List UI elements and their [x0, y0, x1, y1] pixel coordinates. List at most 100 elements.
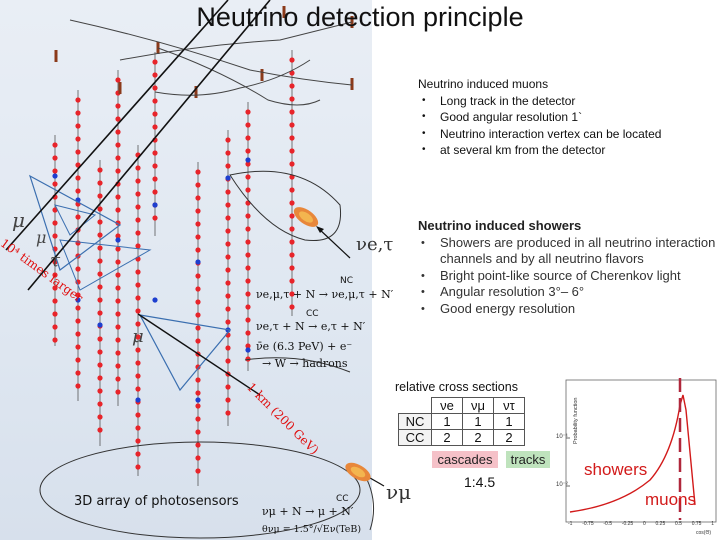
table-header-row: νe νμ ντ [399, 397, 525, 414]
photosensor [52, 142, 58, 148]
photosensor [135, 282, 141, 288]
cherenkov-cone [54, 204, 97, 236]
photosensor [135, 321, 141, 327]
photosensor [135, 230, 141, 236]
photosensor [97, 336, 103, 342]
photosensor [195, 364, 201, 370]
photosensor [135, 464, 141, 470]
photosensor [225, 267, 231, 273]
array-label: 3D array of photosensors [74, 494, 239, 509]
photosensor [289, 200, 295, 206]
photosensor [135, 360, 141, 366]
mu-label: μ [36, 228, 47, 247]
photosensor [75, 175, 81, 181]
photosensor [75, 97, 81, 103]
photosensor [152, 176, 158, 182]
photosensor [289, 122, 295, 128]
muon-track [27, 0, 271, 291]
photosensor [135, 334, 141, 340]
photosensor [75, 188, 81, 194]
photosensor [135, 178, 141, 184]
photosensor [289, 226, 295, 232]
photosensor [245, 148, 251, 154]
showers-bullet: Bright point-like source of Cherenkov li… [418, 268, 718, 285]
photosensor [115, 233, 121, 239]
hit-photosensor [195, 397, 201, 403]
photosensor [135, 191, 141, 197]
photosensor [245, 200, 251, 206]
table-column-header: νμ [462, 397, 494, 414]
hit-photosensor [245, 157, 251, 163]
photosensor [152, 124, 158, 130]
photosensor [115, 298, 121, 304]
arrow-head [316, 226, 324, 233]
photosensor [115, 129, 121, 135]
hit-photosensor [115, 237, 121, 243]
plot-xtick: 0 [642, 521, 646, 527]
photosensor [135, 295, 141, 301]
photosensor [115, 155, 121, 161]
photosensor [245, 161, 251, 167]
hit-photosensor [152, 202, 158, 208]
plot-xlabel: cos(Θ) [696, 530, 711, 536]
muons-bullet: Good angular resolution 1` [418, 109, 718, 126]
nc-equation: νe,μ,τ + N → νe,μ,τ + N′ [256, 288, 394, 301]
page-title: Neutrino detection principle [196, 2, 524, 32]
photosensor [195, 377, 201, 383]
photosensor [75, 123, 81, 129]
photosensor [195, 455, 201, 461]
photosensor [225, 163, 231, 169]
shower-envelope [229, 170, 342, 242]
photosensor [225, 241, 231, 247]
nc-label: NC [340, 276, 354, 286]
photosensor [289, 70, 295, 76]
muon-track [137, 313, 261, 396]
photosensor [195, 390, 201, 396]
photosensor [195, 169, 201, 175]
photosensor [152, 189, 158, 195]
photosensor [152, 111, 158, 117]
photosensor [245, 109, 251, 115]
showers-section: Neutrino induced showers Showers are pro… [418, 218, 718, 318]
photosensor [225, 228, 231, 234]
muons-label: muons [645, 490, 697, 509]
hit-photosensor [97, 322, 103, 328]
showers-label: showers [584, 460, 648, 479]
photosensor [195, 338, 201, 344]
photosensor [195, 273, 201, 279]
photosensor [75, 149, 81, 155]
photosensor [135, 425, 141, 431]
table-column-header: νe [431, 397, 463, 414]
photosensor [97, 206, 103, 212]
plot-xtick: -0.75 [582, 521, 594, 527]
photosensor [195, 312, 201, 318]
photosensor [152, 72, 158, 78]
tau-label: τ [50, 250, 60, 271]
photosensor [75, 240, 81, 246]
photosensor [75, 331, 81, 337]
photosensor [245, 304, 251, 310]
photosensor [115, 103, 121, 109]
photosensor [245, 330, 251, 336]
table-cell: 1 [462, 413, 494, 430]
photosensor [152, 98, 158, 104]
glashow-equation: → W → hadrons [262, 357, 348, 370]
plot-xtick: 0.75 [691, 521, 702, 527]
hit-photosensor [75, 297, 81, 303]
angular-distribution-plot [565, 378, 717, 523]
photosensor [289, 213, 295, 219]
photosensor [152, 163, 158, 169]
photosensor [135, 269, 141, 275]
photosensor [97, 193, 103, 199]
muons-bullet-continued: at several km from the detector [418, 142, 718, 159]
photosensor [245, 226, 251, 232]
showers-bullet: Good energy resolution [418, 301, 718, 318]
cross-section-table: νe νμ ντ NC 1 1 1 CC 2 2 2 [398, 397, 525, 446]
shower-blob [293, 207, 319, 227]
table-cell: 1 [493, 413, 525, 430]
photosensor [289, 252, 295, 258]
photosensor [195, 429, 201, 435]
photosensor [75, 318, 81, 324]
photosensor [52, 298, 58, 304]
